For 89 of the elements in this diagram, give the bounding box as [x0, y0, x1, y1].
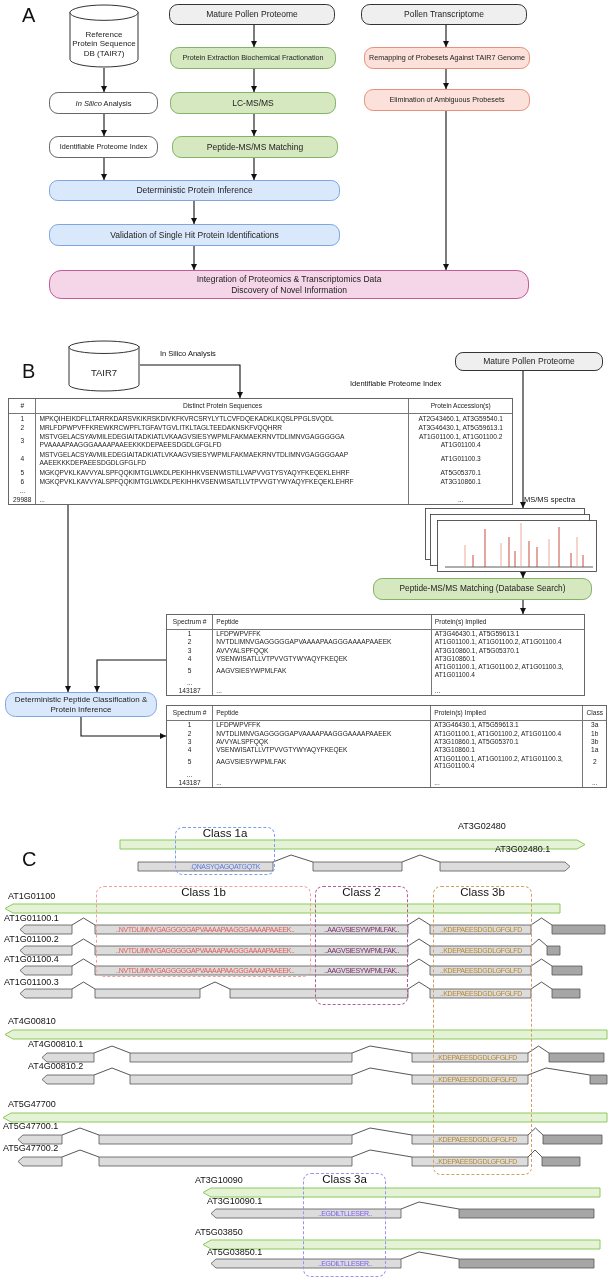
process-box [373, 578, 592, 600]
process-box [49, 136, 158, 158]
gene-id: AT5G47700 [8, 1100, 56, 1110]
gene-bar [202, 1239, 601, 1250]
process-box [364, 89, 530, 111]
box-label: Reference Protein Sequence DB (TAIR7) [72, 29, 136, 59]
box-label: Integration of Proteomics & Transcriptomics Data [196, 274, 382, 285]
transcript-id: AT4G00810.2 [28, 1062, 84, 1072]
transcript-id: AT1G01100.4 [4, 955, 59, 965]
arrow [139, 364, 243, 399]
arrow [101, 113, 107, 137]
class-label: Class 3b [460, 887, 505, 899]
process-box [5, 692, 157, 717]
gene-id: AT5G03850 [195, 1228, 243, 1238]
process-box [49, 270, 529, 299]
class-label: Class 1b [181, 887, 226, 899]
box-label: Mature Pollen Proteome [483, 356, 575, 367]
arrow [443, 24, 449, 48]
process-box [49, 92, 158, 114]
process-box [49, 224, 340, 246]
process-box [455, 352, 603, 371]
gene-id: AT3G10090 [195, 1176, 243, 1186]
data-table [166, 705, 607, 788]
data-table [166, 614, 585, 696]
arrow [191, 245, 197, 271]
box-label: Discovery of Novel Information [231, 284, 347, 295]
class-region [433, 886, 532, 1175]
gene-id: AT1G01100 [8, 892, 56, 902]
process-box [172, 136, 338, 158]
transcript-id: AT3G10090.1 [207, 1197, 263, 1207]
gene-bar [4, 903, 561, 914]
box-label: Mature Pollen Proteome [206, 9, 298, 20]
transcript-id: AT5G03850.1 [207, 1248, 263, 1258]
arrow [65, 504, 71, 693]
gene-bar [202, 1187, 601, 1198]
panel-letter: B [22, 360, 36, 382]
panel-letter: C [22, 848, 37, 870]
box-label: TAIR7 [90, 366, 118, 378]
arrow [94, 659, 167, 693]
transcript-id: AT1G01100.2 [4, 935, 59, 945]
data-table [8, 398, 513, 505]
arrow [520, 599, 526, 615]
process-box [361, 4, 527, 25]
arrow [101, 157, 107, 181]
gene-bar [2, 1112, 608, 1123]
database-cylinder [69, 4, 139, 68]
process-box [169, 4, 335, 25]
class-region [175, 827, 275, 875]
arrow [520, 571, 526, 579]
class-label: Class 3a [322, 1174, 367, 1186]
arrow [101, 67, 107, 93]
transcript-id: AT5G47700.1 [3, 1122, 59, 1132]
arrow [251, 157, 257, 181]
gene-bar [4, 1029, 608, 1040]
process-box [170, 92, 336, 114]
arrow [443, 110, 449, 271]
class-region [315, 886, 408, 1005]
arrow [251, 68, 257, 93]
gene-id: AT3G02480 [458, 822, 506, 832]
box-label: Peptide-MS/MS Matching (Database Search) [399, 584, 566, 594]
arrow [251, 24, 257, 48]
class-region [96, 886, 311, 977]
spectra-drawing [425, 508, 597, 572]
box-label: Deterministic Peptide Classification & Protein Inference [13, 694, 149, 715]
database-cylinder [68, 340, 140, 392]
box-label: Peptide-MS/MS Matching [206, 141, 304, 153]
gene-id: AT4G00810 [8, 1017, 56, 1027]
class-label: Class 1a [202, 828, 248, 840]
transcript-id: AT1G01100.1 [4, 914, 59, 924]
process-box [364, 47, 530, 69]
arrow [251, 113, 257, 137]
transcript-id: AT3G02480.1 [495, 845, 551, 855]
arrow [443, 68, 449, 90]
box-label: Pollen Transcriptome [404, 9, 484, 20]
arrow [520, 370, 526, 509]
arrow [191, 200, 197, 225]
arrow [80, 716, 167, 739]
transcript-id: AT1G01100.3 [4, 978, 59, 988]
panel-letter: A [22, 4, 36, 26]
box-label: Deterministic Protein Inference [136, 185, 253, 196]
gene-bar [119, 839, 586, 850]
box-label: Validation of Single Hit Protein Identifications [110, 229, 279, 241]
box-label: LC-MS/MS [232, 97, 274, 109]
class-label: Class 2 [342, 887, 381, 899]
transcript-id: AT5G47700.2 [3, 1144, 59, 1154]
process-box [49, 180, 340, 201]
transcript-id: AT4G00810.1 [28, 1040, 84, 1050]
class-region [303, 1173, 386, 1277]
process-box [170, 47, 336, 69]
